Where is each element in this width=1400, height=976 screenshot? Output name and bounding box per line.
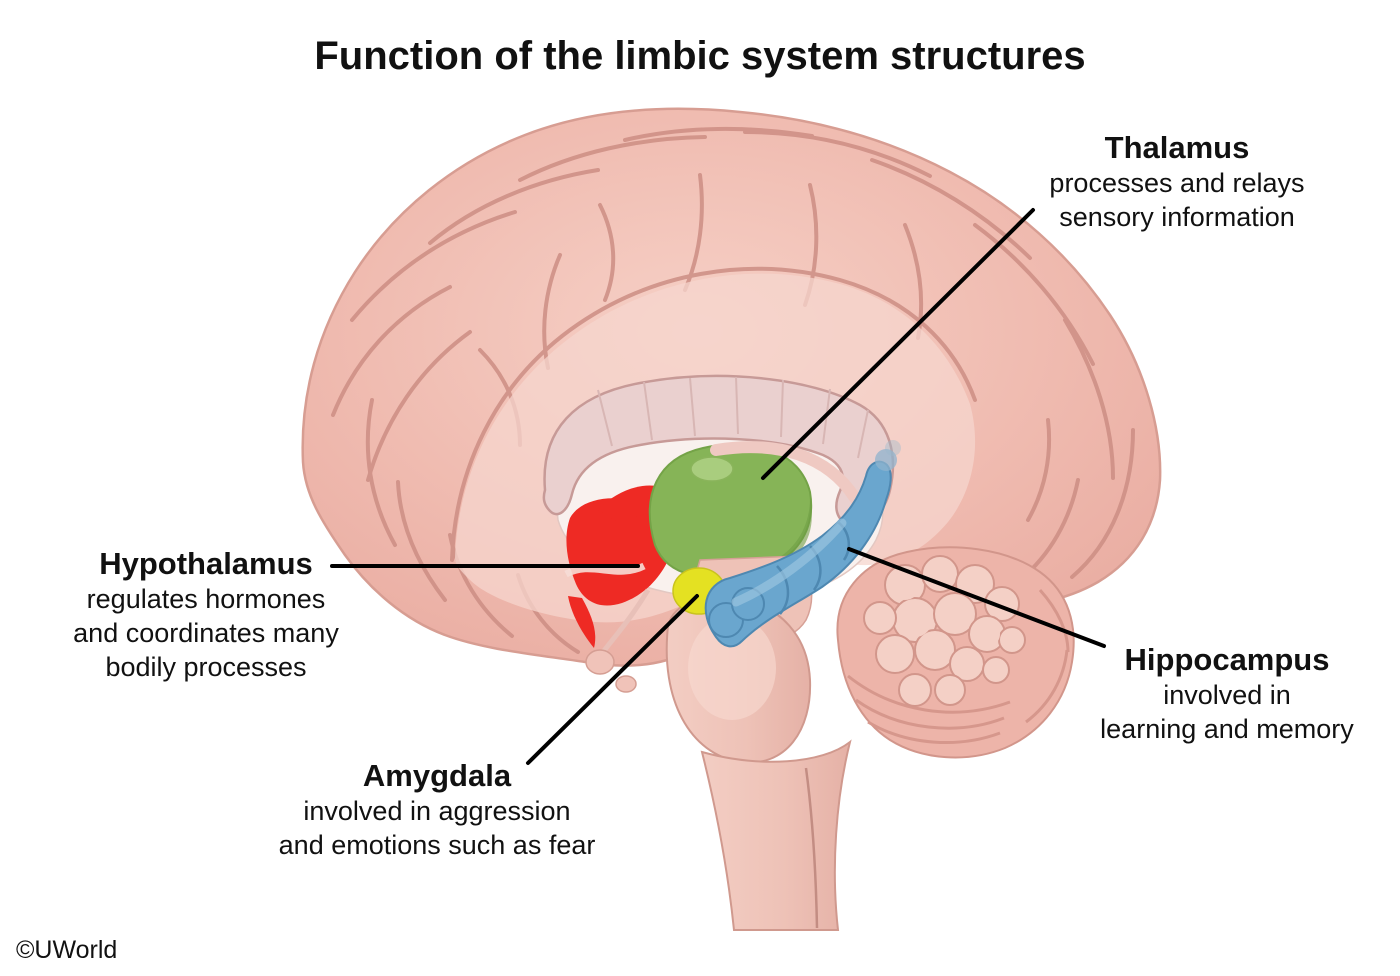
thalamus-desc-line-2: sensory information xyxy=(1059,202,1295,232)
hippocampus-structure xyxy=(704,440,901,648)
uworld-watermark: ©UWorld xyxy=(16,936,118,964)
cerebellum xyxy=(836,546,1075,759)
amygdala-name: Amygdala xyxy=(362,758,512,793)
fornix-band xyxy=(710,441,861,504)
thalamus-name: Thalamus xyxy=(1104,130,1250,165)
amygdala-desc-line-2: and emotions such as fear xyxy=(278,830,596,860)
hypothalamus-name: Hypothalamus xyxy=(99,546,313,581)
thalamus-desc-line-1: processes and relays xyxy=(1049,168,1305,198)
label-amygdala: Amygdala involved in aggression and emot… xyxy=(262,758,612,862)
medulla xyxy=(700,739,852,931)
label-hypothalamus: Hypothalamus regulates hormones and coor… xyxy=(46,546,366,684)
pituitary-bump xyxy=(585,649,615,675)
thalamus-structure xyxy=(648,443,812,578)
optic-chiasm-bump xyxy=(615,675,637,693)
brainstem xyxy=(585,588,852,931)
hippocampus-name: Hippocampus xyxy=(1124,642,1330,677)
hippocampus-leader-line xyxy=(847,547,1106,648)
hypothalamus-desc-line-3: bodily processes xyxy=(105,652,307,682)
hippocampus-desc-line-2: learning and memory xyxy=(1100,714,1354,744)
hippocampus-desc-line-1: involved in xyxy=(1163,680,1291,710)
cerebrum xyxy=(301,107,1162,667)
label-thalamus: Thalamus processes and relays sensory in… xyxy=(1017,130,1337,234)
hypothalamus-desc-line-1: regulates hormones xyxy=(86,584,326,614)
cortex-sulci xyxy=(331,126,1135,654)
page-title: Function of the limbic system structures xyxy=(314,34,1086,78)
hypothalamus-desc-line-2: and coordinates many xyxy=(73,618,339,648)
thalamus-leader-line xyxy=(761,208,1035,480)
pituitary-stalk xyxy=(601,588,651,654)
amygdala-leader-line xyxy=(526,594,699,765)
amygdala-desc-line-1: involved in aggression xyxy=(303,796,571,826)
label-hippocampus: Hippocampus involved in learning and mem… xyxy=(1062,642,1392,746)
